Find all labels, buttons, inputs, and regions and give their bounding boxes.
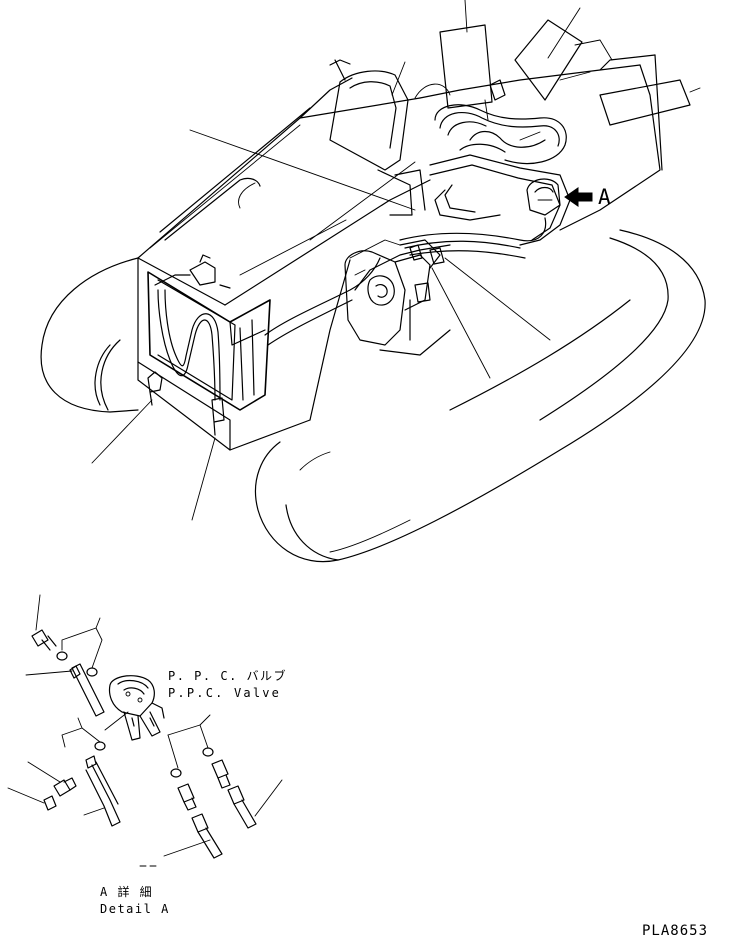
detail-fitting-right	[177, 759, 231, 811]
ppc-valve-on-machine	[526, 178, 561, 216]
hydraulic-tank	[147, 254, 271, 436]
right-crawler-track	[254, 229, 706, 563]
detail-fitting-left	[7, 777, 77, 811]
machine-view	[40, 19, 706, 563]
detail-bolt-top	[31, 594, 57, 651]
callout-arrow-a	[564, 187, 593, 207]
detail-label-jp: A 詳 細	[100, 884, 153, 899]
left-crawler-track	[40, 257, 139, 413]
drawing-code: PLA8653	[642, 923, 708, 939]
ppc-valve-label-jp: P. P. C. バルブ	[168, 668, 287, 683]
detail-hose-3	[227, 779, 283, 829]
detail-orings	[56, 651, 214, 778]
hose-bundle	[399, 99, 571, 259]
arrow-left-icon	[564, 187, 593, 207]
detail-group-brackets	[61, 617, 211, 769]
main-hose-run	[264, 239, 451, 346]
detail-hose-4	[163, 813, 223, 859]
callout-label-a: A	[598, 185, 611, 209]
detail-hose-1	[25, 663, 105, 717]
detail-ppc-valve	[104, 675, 165, 741]
leader-lines-main	[91, 0, 701, 521]
detail-hose-2	[27, 755, 121, 827]
upper-frame	[137, 54, 663, 451]
pump-assembly	[344, 239, 445, 346]
ppc-valve-label-en: P.P.C. Valve	[168, 686, 281, 700]
labels: A P. P. C. バルブ P.P.C. Valve A 詳 細 Detail…	[100, 185, 708, 939]
detail-a-view	[7, 594, 283, 867]
control-levers	[414, 19, 691, 126]
detail-label-en: Detail A	[100, 902, 170, 916]
